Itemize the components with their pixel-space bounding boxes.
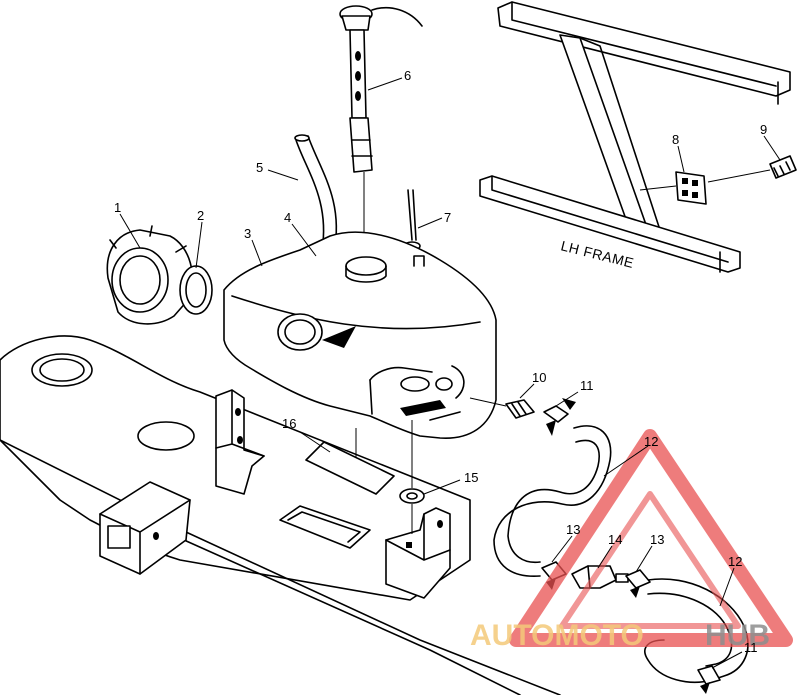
bracket-bolt xyxy=(707,155,797,183)
callout-14: 14 xyxy=(608,532,622,547)
callout-10: 10 xyxy=(532,370,546,385)
hose-clamp-lower xyxy=(697,665,721,694)
frame-label: LH FRAME xyxy=(559,237,635,271)
mounting-bracket xyxy=(639,171,707,205)
fuel-fitting xyxy=(469,397,535,419)
callout-1: 1 xyxy=(114,200,121,215)
tank-bracket-left xyxy=(215,389,265,495)
callout-12-upper: 12 xyxy=(644,434,658,449)
grommet xyxy=(399,420,425,534)
vent-hose xyxy=(294,134,338,253)
callout-4: 4 xyxy=(284,210,291,225)
fuel-cap xyxy=(106,225,194,325)
callout-11-upper: 11 xyxy=(580,378,594,393)
callout-16: 16 xyxy=(282,416,296,431)
hose-clamp-right xyxy=(625,569,651,598)
callouts: 1 2 3 4 5 6 7 8 9 10 11 12 16 15 13 14 1… xyxy=(114,68,767,655)
cap-gasket xyxy=(179,265,213,315)
watermark-text-secondary: HUB xyxy=(705,619,770,652)
callout-2: 2 xyxy=(197,208,204,223)
fuel-tank xyxy=(223,231,497,439)
fuel-hose-upper xyxy=(493,425,612,577)
callout-9: 9 xyxy=(760,122,767,137)
callout-13-right: 13 xyxy=(650,532,664,547)
hose-clamp-upper xyxy=(543,398,576,436)
callout-8: 8 xyxy=(672,132,679,147)
hitch-receiver xyxy=(99,481,191,575)
watermark-text-primary: AUTOMOTO xyxy=(470,619,644,652)
leader-lines xyxy=(119,77,781,669)
callout-6: 6 xyxy=(404,68,411,83)
callout-7: 7 xyxy=(444,210,451,225)
tank-pad xyxy=(305,428,395,495)
watermark-logo: AUTOMOTO HUB xyxy=(470,429,793,652)
tank-bracket-right xyxy=(385,507,451,599)
callout-5: 5 xyxy=(256,160,263,175)
callout-12-lower: 12 xyxy=(728,554,742,569)
callout-13-left: 13 xyxy=(566,522,580,537)
callout-15: 15 xyxy=(464,470,478,485)
lh-frame: LH FRAME xyxy=(479,1,791,273)
callout-11-lower: 11 xyxy=(744,640,758,655)
callout-3: 3 xyxy=(244,226,251,241)
fuel-sender xyxy=(339,5,423,250)
